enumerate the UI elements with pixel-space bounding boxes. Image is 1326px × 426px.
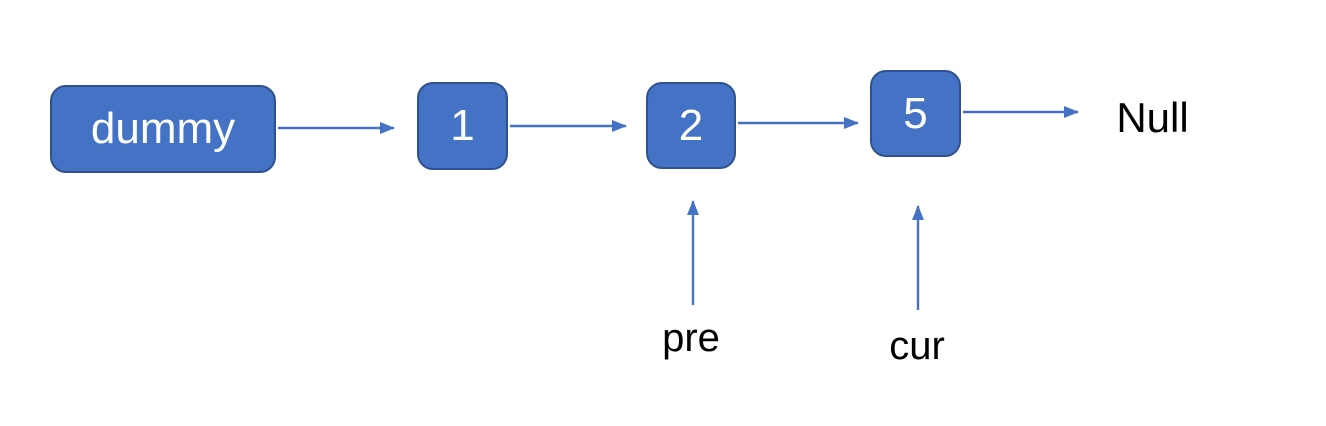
node-2: 2: [646, 82, 736, 169]
null-terminator-label: Null: [1116, 94, 1189, 141]
node-5: 5: [870, 70, 961, 157]
node-1-label: 1: [450, 101, 475, 150]
node-dummy: dummy: [50, 85, 276, 173]
node-5-label: 5: [903, 88, 928, 138]
cur-pointer-label: cur: [889, 324, 945, 368]
pre-pointer-label: pre: [662, 316, 720, 360]
node-dummy-label: dummy: [90, 104, 236, 153]
node-2-label: 2: [678, 100, 704, 150]
node-1: 1: [417, 82, 508, 170]
